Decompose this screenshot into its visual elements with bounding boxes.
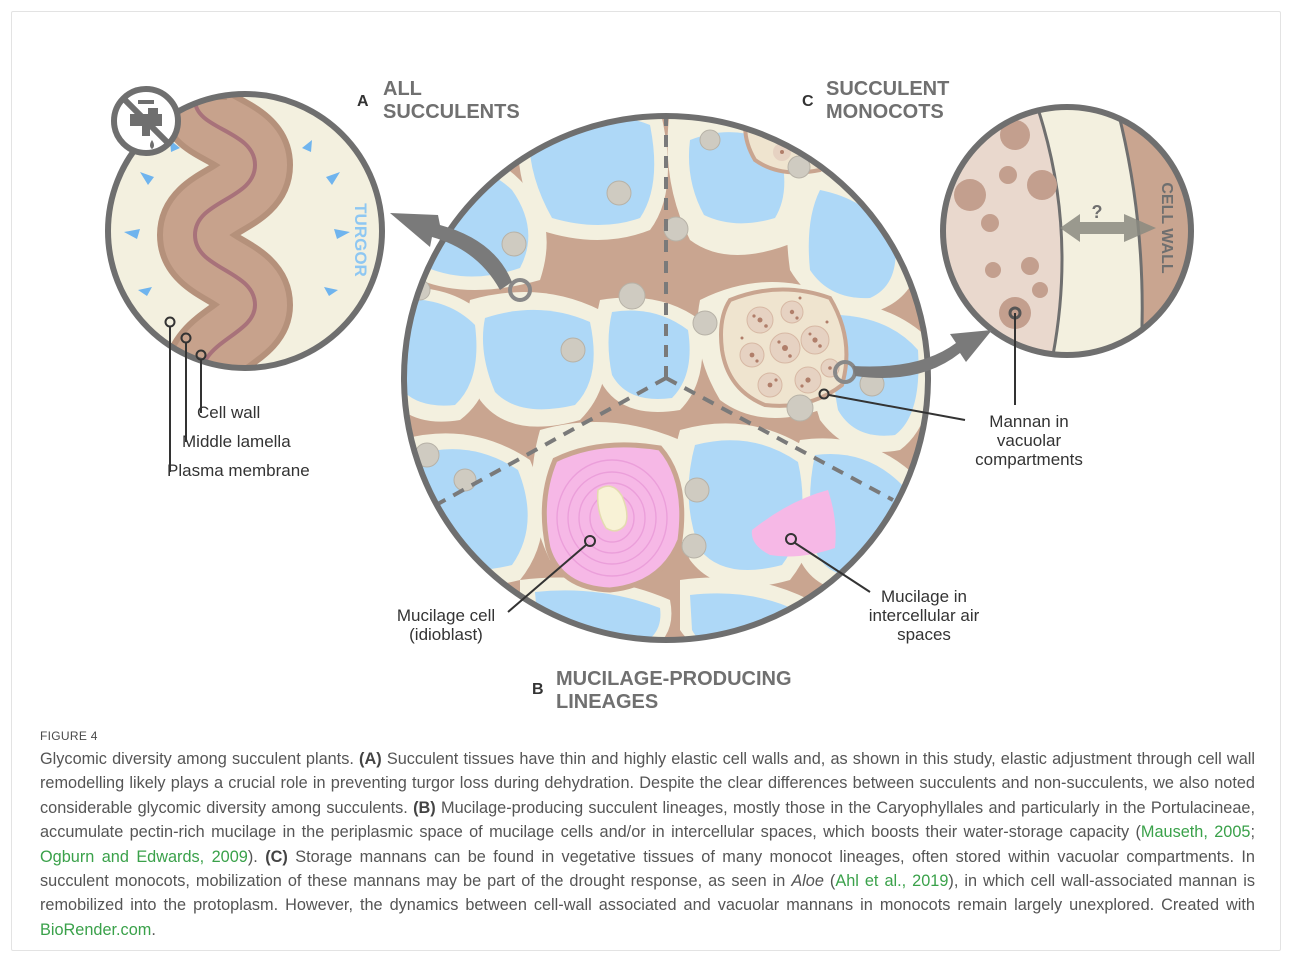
svg-text:SUCCULENT: SUCCULENT — [826, 78, 949, 100]
svg-text:A: A — [357, 93, 369, 110]
ref-ogburn-edwards-2009[interactable]: Ogburn and Edwards, 2009 — [40, 848, 248, 866]
svg-text:LINEAGES: LINEAGES — [556, 691, 658, 713]
tissue-cross-section — [377, 100, 932, 660]
label-cell-wall: Cell wall — [197, 403, 260, 422]
label-mucilage-cell: Mucilage cell (idioblast) — [397, 606, 495, 644]
panel-c-title: C SUCCULENT MONOCOTS — [802, 78, 949, 123]
ref-ahl-2019[interactable]: Ahl et al., 2019 — [835, 872, 948, 890]
question-mark: ? — [1092, 202, 1103, 222]
figure-caption: Glycomic diversity among succulent plant… — [40, 747, 1255, 942]
svg-text:Mannan in: Mannan in — [989, 412, 1068, 431]
no-water-tap-icon — [114, 89, 178, 153]
svg-text:spaces: spaces — [897, 625, 951, 644]
panel-a-zoom: TURGOR — [108, 80, 382, 380]
svg-text:B: B — [532, 681, 544, 698]
svg-text:ALL: ALL — [383, 78, 422, 100]
svg-text:Mucilage in: Mucilage in — [881, 587, 967, 606]
figure-label: FIGURE 4 — [40, 729, 98, 743]
panel-c-zoom: ? CELL WALL — [943, 100, 1200, 370]
label-plasma-membrane: Plasma membrane — [167, 461, 310, 480]
turgor-label: TURGOR — [351, 203, 370, 277]
label-middle-lamella: Middle lamella — [182, 432, 291, 451]
ref-mauseth-2005[interactable]: Mauseth, 2005 — [1141, 823, 1251, 841]
biorender-link[interactable]: BioRender.com — [40, 921, 151, 939]
label-mannan: Mannan in vacuolar compartments — [975, 412, 1083, 469]
svg-text:C: C — [802, 93, 814, 110]
panel-a-title: A ALL SUCCULENTS — [357, 78, 520, 123]
svg-text:MONOCOTS: MONOCOTS — [826, 101, 944, 123]
svg-text:MUCILAGE-PRODUCING: MUCILAGE-PRODUCING — [556, 668, 792, 690]
cell-wall-label: CELL WALL — [1158, 182, 1175, 273]
svg-text:vacuolar: vacuolar — [997, 431, 1062, 450]
svg-text:intercellular air: intercellular air — [869, 606, 980, 625]
figure-illustration: TURGOR — [0, 0, 1293, 720]
panel-b-title: B MUCILAGE-PRODUCING LINEAGES — [532, 668, 792, 713]
svg-text:SUCCULENTS: SUCCULENTS — [383, 101, 520, 123]
svg-text:Mucilage cell: Mucilage cell — [397, 606, 495, 625]
svg-text:compartments: compartments — [975, 450, 1083, 469]
label-mucilage-air: Mucilage in intercellular air spaces — [869, 587, 980, 644]
svg-text:(idioblast): (idioblast) — [409, 625, 483, 644]
